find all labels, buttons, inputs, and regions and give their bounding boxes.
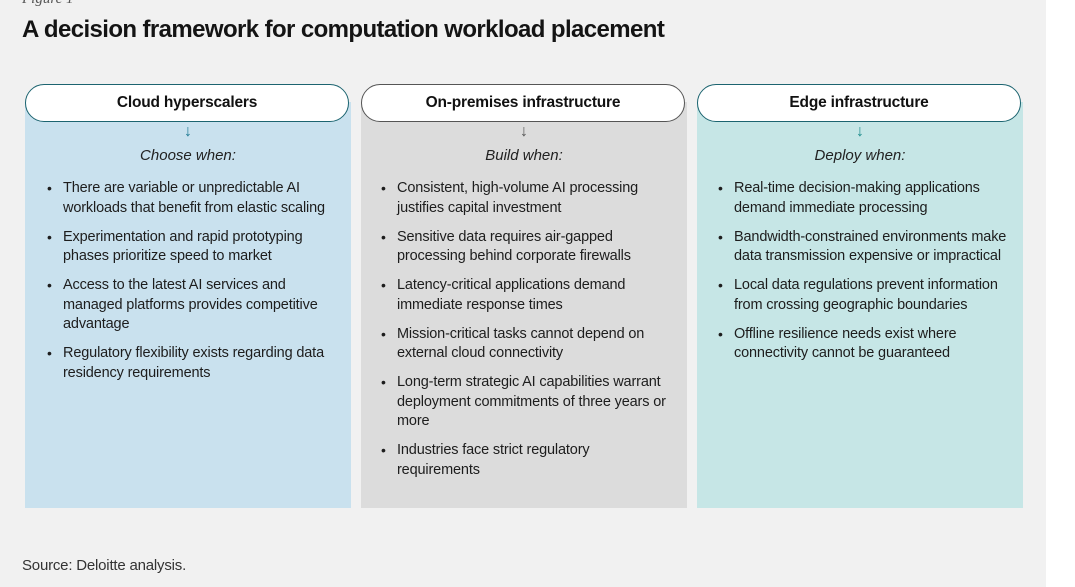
arrow-down-icon: ↓ (520, 123, 528, 140)
list-item-text: Consistent, high-volume AI processing ju… (397, 180, 639, 216)
criteria-list: • Consistent, high-volume AI processing j… (381, 179, 671, 490)
list-item-text: Regulatory flexibility exists regarding … (63, 345, 324, 381)
column-header: Cloud hyperscalers (25, 84, 349, 122)
list-item: • Local data regulations prevent informat… (718, 276, 1008, 315)
column-subhead: Deploy when: (814, 147, 906, 164)
bullet-icon: • (718, 325, 723, 342)
list-item: • Access to the latest AI services and ma… (47, 276, 337, 335)
list-item: • Latency-critical applications demand im… (381, 276, 671, 315)
list-item: • Offline resilience needs exist where co… (718, 325, 1008, 364)
list-item-text: Offline resilience needs exist where con… (734, 325, 957, 362)
criteria-list: • Real-time decision-making applications … (718, 179, 1008, 373)
bullet-icon: • (718, 180, 723, 196)
list-item: • Industries face strict regulatory requi… (381, 441, 671, 480)
column-body (697, 102, 1023, 508)
list-item: • There are variable or unpredictable AI … (47, 179, 337, 218)
list-item-text: Industries face strict regulatory requir… (397, 442, 590, 478)
bullet-icon: • (47, 345, 52, 361)
column-subhead: Build when: (485, 147, 563, 164)
column-header: Edge infrastructure (697, 84, 1021, 122)
arrow-down-icon: ↓ (184, 123, 192, 140)
list-item-text: Real-time decision-making applications d… (734, 180, 980, 216)
list-item-text: Local data regulations prevent informati… (734, 277, 998, 313)
bullet-icon: • (381, 374, 386, 390)
bullet-icon: • (47, 228, 52, 245)
column-subhead: Choose when: (140, 147, 236, 164)
list-item: • Mission-critical tasks cannot depend on… (381, 325, 671, 364)
list-item: • Sensitive data requires air-gapped proc… (381, 228, 671, 267)
bullet-icon: • (381, 180, 386, 196)
bullet-icon: • (381, 228, 386, 245)
list-item: • Experimentation and rapid prototyping p… (47, 228, 337, 267)
arrow-down-icon: ↓ (856, 123, 864, 140)
column-body (361, 102, 687, 508)
list-item-text: Experimentation and rapid prototyping ph… (63, 228, 303, 265)
list-item-text: There are variable or unpredictable AI w… (63, 180, 325, 216)
column-header: On-premises infrastructure (361, 84, 685, 122)
list-item: • Bandwidth-constrained environments make… (718, 228, 1008, 267)
figure-label: Figure 1 (22, 0, 74, 8)
column-body (25, 102, 351, 508)
list-item-text: Sensitive data requires air-gapped proce… (397, 228, 631, 265)
bullet-icon: • (47, 180, 52, 196)
list-item: • Real-time decision-making applications … (718, 179, 1008, 218)
list-item: • Consistent, high-volume AI processing j… (381, 179, 671, 218)
source-note: Source: Deloitte analysis. (22, 557, 187, 574)
bullet-icon: • (381, 277, 386, 293)
list-item-text: Bandwidth-constrained environments make … (734, 228, 1007, 265)
list-item: • Long-term strategic AI capabilities war… (381, 373, 671, 432)
bullet-icon: • (381, 325, 386, 342)
criteria-list: • There are variable or unpredictable AI … (47, 179, 337, 393)
figure-panel: Figure 1 A decision framework for comput… (0, 0, 1046, 587)
list-item: • Regulatory flexibility exists regarding… (47, 344, 337, 383)
list-item-text: Mission-critical tasks cannot depend on … (397, 325, 645, 362)
list-item-text: Access to the latest AI services and man… (63, 277, 318, 332)
bullet-icon: • (381, 442, 386, 458)
figure-title: A decision framework for computation wor… (22, 16, 665, 43)
list-item-text: Long-term strategic AI capabilities warr… (397, 374, 666, 429)
bullet-icon: • (47, 277, 52, 293)
list-item-text: Latency-critical applications demand imm… (397, 277, 626, 313)
bullet-icon: • (718, 228, 723, 245)
bullet-icon: • (718, 277, 723, 293)
